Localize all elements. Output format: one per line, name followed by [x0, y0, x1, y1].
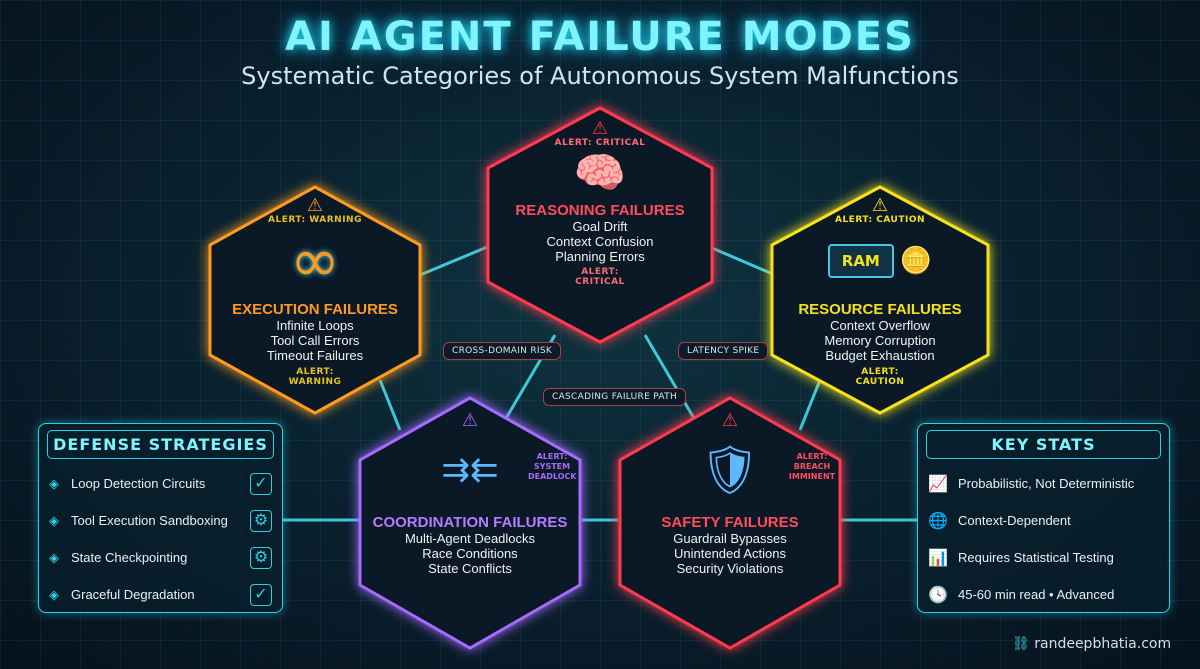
failure-item: Planning Errors [555, 249, 645, 264]
category-title: EXECUTION FAILURES [232, 301, 398, 318]
alert-label: ALERT: WARNING [268, 215, 362, 225]
defense-item: ◈ Tool Execution Sandboxing ⚙ [39, 502, 282, 539]
brain-icon: 🧠 [573, 148, 627, 197]
ram-chip-icon: RAM 🪙 [780, 225, 980, 297]
connector-reasoning-resource [704, 243, 776, 277]
agent-network-icon: ⇉⇇ [441, 450, 499, 490]
diamond-bullet-icon: ◈ [49, 512, 59, 528]
alert-label: ALERT: CRITICAL [554, 138, 646, 148]
cascading-failure-path-tag: CASCADING FAILURE PATH [543, 388, 687, 406]
failure-item: Context Overflow [830, 318, 930, 333]
hex-reasoning-outline [486, 106, 714, 344]
shield-check-icon: ✓ [250, 472, 272, 495]
failure-item: Tool Call Errors [270, 333, 360, 348]
failure-item: Memory Corruption [824, 333, 936, 348]
clock-icon: 🕓 [928, 586, 948, 604]
defense-item: ◈ Loop Detection Circuits ✓ [39, 465, 282, 502]
link-icon: ⛓ [1012, 636, 1035, 652]
footer-site: ⛓ randeepbhatia.com [1012, 636, 1171, 652]
alert-label: ALERT: CRITICAL [575, 267, 625, 287]
warning-icon: ⚠ [591, 118, 609, 139]
failure-item: Race Conditions [422, 546, 518, 561]
failure-item: Infinite Loops [276, 318, 354, 333]
page-title: AI AGENT FAILURE MODES [285, 14, 915, 60]
defense-item: ◈ State Checkpointing ⚙ [39, 539, 282, 576]
failure-item: State Conflicts [428, 561, 512, 576]
defense-label: Tool Execution Sandboxing [71, 513, 228, 528]
failure-item: Security Violations [676, 561, 784, 576]
connector-execution-reasoning [419, 243, 493, 277]
category-title: REASONING FAILURES [515, 202, 685, 219]
warning-icon: ⚠ [306, 195, 324, 216]
alert-label: ALERT: WARNING [288, 367, 342, 387]
defense-label: Loop Detection Circuits [71, 476, 206, 491]
bar-chart-icon: 📊 [928, 549, 948, 567]
panel-title: DEFENSE STRATEGIES [47, 430, 274, 459]
defense-strategies-panel: DEFENSE STRATEGIES ◈ Loop Detection Circu… [38, 423, 283, 613]
shield-check-icon: ✓ [250, 583, 272, 606]
key-stats-panel: KEY STATS 📈 Probabilistic, Not Determinis… [917, 423, 1170, 613]
failure-item: Multi-Agent Deadlocks [404, 531, 536, 546]
side-alert-label: ALERT: BREACH IMMINENT [788, 452, 836, 481]
page-subtitle: Systematic Categories of Autonomous Syst… [241, 62, 959, 90]
gear-icon: ⚙ [250, 509, 272, 532]
coin-stack-icon: 🪙 [899, 246, 933, 276]
trend-line-icon: 📈 [928, 475, 948, 493]
failure-item: Budget Exhaustion [825, 348, 935, 363]
warning-icon: ⚠ [871, 195, 889, 216]
hex-safety-outline [618, 396, 842, 650]
stat-label: Requires Statistical Testing [958, 550, 1114, 565]
connector-execution-coordination [378, 379, 402, 431]
site-label: randeepbhatia.com [1034, 636, 1172, 652]
failure-item: Timeout Failures [266, 348, 364, 363]
hex-reasoning: ⚠ ALERT: CRITICAL 🧠 REASONING FAILURES G… [490, 118, 710, 288]
hex-execution: ⚠ ALERT: WARNING ∞ EXECUTION FAILURES In… [215, 195, 415, 388]
gear-check-icon: ⚙ [250, 546, 272, 569]
category-title: COORDINATION FAILURES [372, 514, 568, 531]
defense-label: Graceful Degradation [71, 587, 195, 602]
hex-safety: ⚠ 🛡 ALERT: BREACH IMMINENT SAFETY FAILUR… [620, 410, 840, 577]
category-title: SAFETY FAILURES [661, 514, 799, 531]
infinity-loop-icon: ∞ [290, 226, 340, 296]
panel-title: KEY STATS [926, 430, 1161, 459]
side-alert-label: ALERT: SYSTEM DEADLOCK [528, 452, 577, 481]
stat-item: 🌐 Context-Dependent [918, 502, 1169, 539]
hex-execution-outline [208, 185, 422, 415]
stat-item: 🕓 45-60 min read • Advanced [918, 576, 1169, 613]
broken-shield-icon: 🛡 [699, 442, 761, 498]
diamond-bullet-icon: ◈ [49, 586, 59, 602]
failure-item: Unintended Actions [673, 546, 787, 561]
stat-label: 45-60 min read • Advanced [958, 587, 1115, 602]
latency-spike-tag: LATENCY SPIKE [678, 342, 769, 360]
hex-resource: ⚠ ALERT: CAUTION RAM 🪙 RESOURCE FAILURES… [780, 195, 980, 388]
category-title: RESOURCE FAILURES [798, 301, 962, 318]
warning-icon: ⚠ [461, 410, 479, 431]
cross-domain-risk-tag: CROSS-DOMAIN RISK [443, 342, 562, 360]
stat-item: 📊 Requires Statistical Testing [918, 539, 1169, 576]
stat-item: 📈 Probabilistic, Not Deterministic [918, 465, 1169, 502]
stat-label: Context-Dependent [958, 513, 1071, 528]
diamond-bullet-icon: ◈ [49, 475, 59, 491]
hex-coordination-outline [358, 396, 582, 650]
connector-reasoning-safety [643, 334, 697, 421]
failure-item: Goal Drift [572, 219, 628, 234]
defense-item: ◈ Graceful Degradation ✓ [39, 576, 282, 613]
stat-label: Probabilistic, Not Deterministic [958, 476, 1135, 491]
alert-label: ALERT: CAUTION [855, 367, 905, 387]
hex-resource-outline [770, 185, 990, 415]
hex-coordination: ⚠ ⇉⇇ ALERT: SYSTEM DEADLOCK COORDINATION… [360, 410, 580, 577]
defense-label: State Checkpointing [71, 550, 188, 565]
diamond-bullet-icon: ◈ [49, 549, 59, 565]
ram-label: RAM [827, 244, 894, 278]
failure-item: Guardrail Bypasses [673, 531, 787, 546]
alert-label: ALERT: CAUTION [834, 215, 926, 225]
failure-item: Context Confusion [546, 234, 654, 249]
connector-resource-safety [798, 379, 822, 431]
globe-icon: 🌐 [928, 512, 948, 530]
warning-icon: ⚠ [721, 410, 739, 431]
